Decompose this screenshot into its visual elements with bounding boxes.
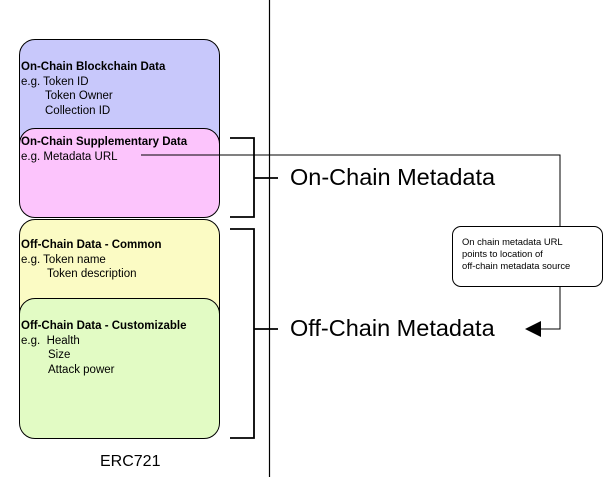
offchain-customizable-data-title: Off-Chain Data - Customizable bbox=[21, 320, 187, 332]
note-line-2: points to location of bbox=[462, 247, 543, 259]
onchain-blockchain-example-2: Token Owner bbox=[45, 90, 113, 103]
note-line-1: On chain metadata URL bbox=[462, 236, 563, 247]
metadata-url-connector bbox=[141, 154, 561, 226]
erc721-label: ERC721 bbox=[100, 453, 161, 470]
offchain-customizable-data-box: Off-Chain Data - Customizable e.g. Healt… bbox=[19, 298, 220, 439]
onchain-supplementary-data-title: On-Chain Supplementary Data bbox=[21, 136, 188, 148]
offchain-common-data-title: Off-Chain Data - Common bbox=[21, 239, 162, 251]
onchain-blockchain-example-1: e.g. Token ID bbox=[21, 75, 89, 88]
onchain-bracket bbox=[230, 137, 278, 218]
offchain-customizable-example-3: Attack power bbox=[48, 363, 115, 376]
note-line-3: off-chain metadata source bbox=[462, 259, 571, 271]
offchain-metadata-label: Off-Chain Metadata bbox=[290, 315, 495, 341]
offchain-common-example-2: Token description bbox=[47, 268, 137, 281]
onchain-supplementary-example-1: e.g. Metadata URL bbox=[21, 150, 118, 163]
arrowhead-icon bbox=[525, 321, 541, 337]
metadata-url-note: On chain metadata URL points to location… bbox=[452, 226, 603, 287]
onchain-blockchain-data-title: On-Chain Blockchain Data bbox=[21, 61, 166, 73]
offchain-customizable-example-1: e.g. Health bbox=[21, 334, 80, 347]
offchain-common-example-1: e.g. Token name bbox=[21, 253, 106, 266]
onchain-metadata-label: On-Chain Metadata bbox=[290, 164, 496, 190]
offchain-bracket bbox=[230, 228, 278, 439]
onchain-blockchain-example-3: Collection ID bbox=[45, 104, 111, 117]
pointer-connector bbox=[540, 287, 561, 330]
offchain-customizable-example-2: Size bbox=[48, 349, 71, 362]
onchain-supplementary-data-box: On-Chain Supplementary Data e.g. Metadat… bbox=[19, 128, 220, 218]
